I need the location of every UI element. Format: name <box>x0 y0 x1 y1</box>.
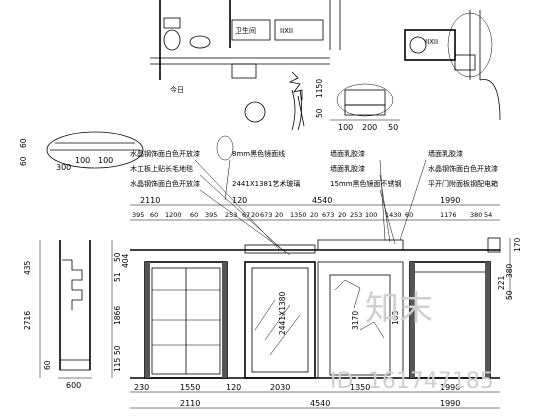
room-label-2: IIXII <box>280 27 293 35</box>
top-dim2-13: 20 <box>338 211 346 219</box>
right-dim-1: 170 <box>513 237 522 252</box>
elev-label-2: 2441X1380 <box>278 291 287 335</box>
left-dim-7: 50 <box>113 345 122 355</box>
left-dim-3: 404 <box>121 253 130 268</box>
top-dim2-15: 100 <box>365 211 377 219</box>
detail-dim-5: 50 <box>388 123 398 132</box>
top-dim2-11: 20 <box>310 211 318 219</box>
note-mid-2: 2441X1381艺术玻璃 <box>232 179 300 188</box>
top-dim2-4: 395 <box>205 211 217 219</box>
top-dim2-18: 1176 <box>440 211 457 219</box>
top-dim-4: 1990 <box>440 196 460 205</box>
left-dim-5: 2716 <box>23 311 32 330</box>
top-dim2-10: 1350 <box>290 211 307 219</box>
top-dim2-6: 67 <box>242 211 250 219</box>
detail-left-dim-4: 100 <box>75 156 90 165</box>
note-right-b-1: 墙面乳胶漆 <box>428 149 463 158</box>
notes-right-b: 墙面乳胶漆 水晶钢饰面白色开放漆 平开门附面板钢配电箱 <box>428 149 498 188</box>
top-dim2-16: 1430 <box>385 211 402 219</box>
note-left-3: 水晶钢饰面白色开放漆 <box>130 179 200 188</box>
top-dim2-5: 253 <box>225 211 237 219</box>
notes-right-a: 墙面乳胶漆 墙面乳胶漆 15mm黑色镜面不锈钢 <box>330 149 402 188</box>
note-left-2: 木工板上贴长毛地毯 <box>130 164 193 173</box>
top-dim2-19: 380 <box>470 211 482 219</box>
top-dims: 2110 120 4540 1990 395 60 1200 60 395 25… <box>130 196 500 221</box>
top-dim-1: 2110 <box>140 196 160 205</box>
top-dim2-17: 60 <box>405 211 413 219</box>
left-dim-6: 1866 <box>113 306 122 325</box>
top-dim2-12: 673 <box>322 211 334 219</box>
note-right-b-3: 平开门附面板钢配电箱 <box>428 179 498 188</box>
top-dim2-7: 20 <box>251 211 259 219</box>
detail-dim-2: 50 <box>315 108 324 118</box>
watermark: 知末 ID: 161747185 <box>330 289 494 394</box>
elev-label-1: 3170 <box>351 311 360 330</box>
bottom-dim-1: 230 <box>134 383 149 392</box>
notes-left: 水晶钢饰面白色开放漆 木工板上贴长毛地毯 水晶钢饰面白色开放漆 <box>130 149 200 188</box>
note-mid-1: 8mm黑色镜面线 <box>232 149 285 158</box>
bottom-dim-5: 1350 <box>350 383 370 392</box>
detail-left: 60 60 300 100 100 <box>19 131 144 172</box>
bottom-dims: 230 1550 120 2030 1350 1990 2110 4540 19… <box>58 377 500 409</box>
bottom-dim-small: 600 <box>66 381 81 390</box>
top-dim-3: 4540 <box>312 196 332 205</box>
top-dim2-14: 253 <box>350 211 362 219</box>
note-right-a-2: 墙面乳胶漆 <box>330 164 365 173</box>
right-dim-2: 380 <box>505 263 514 278</box>
detail-left-dim-1: 60 <box>19 138 28 148</box>
left-dim-2: 50 <box>113 252 122 262</box>
elev-label-3: 103 <box>391 310 400 325</box>
left-dim-9: 60 <box>43 360 52 370</box>
detail-left-dim-5: 100 <box>98 156 113 165</box>
left-dim-8: 115 <box>113 357 122 372</box>
top-dim2-20: 54 <box>484 211 492 219</box>
top-dim2-1: 60 <box>150 211 158 219</box>
left-dims: 435 50 404 51 2716 1866 50 115 60 <box>23 240 130 378</box>
detail-dim-1: 1150 <box>315 79 324 98</box>
watermark-logo: 知末 <box>365 289 433 329</box>
bottom-dim2-3: 1990 <box>440 399 460 408</box>
bottom-dim-4: 2030 <box>270 383 290 392</box>
top-dim2-9: 20 <box>275 211 283 219</box>
top-dim2-2: 1200 <box>165 211 182 219</box>
left-dim-1: 435 <box>23 260 32 275</box>
top-dim2-8: 673 <box>260 211 272 219</box>
right-dim-4: 50 <box>505 290 514 300</box>
bottom-dim2-1: 2110 <box>180 399 200 408</box>
note-right-a-3: 15mm黑色镜面不锈钢 <box>330 179 402 188</box>
bottom-dim2-2: 4540 <box>310 399 330 408</box>
detail-left-dim-2: 60 <box>19 156 28 166</box>
note-right-b-2: 水晶钢饰面白色开放漆 <box>428 164 498 173</box>
top-dim2-0: 395 <box>132 211 144 219</box>
floor-note: 今日 <box>170 85 184 94</box>
right-dims: 170 380 221 50 <box>497 237 522 300</box>
top-dim2-3: 60 <box>190 211 198 219</box>
detail-center: 1150 50 100 200 50 <box>315 79 400 132</box>
room-label-1: 卫生间 <box>235 26 256 35</box>
detail-dim-4: 200 <box>362 123 377 132</box>
elevation-view: 2441X1380 3170 103 <box>59 237 501 379</box>
bottom-dim-3: 120 <box>226 383 241 392</box>
notes-mid: 8mm黑色镜面线 2441X1381艺术玻璃 <box>232 149 300 188</box>
left-dim-4: 51 <box>113 272 122 282</box>
plan-view: 卫生间 IIXII 今日 IIXII <box>150 0 501 131</box>
note-left-1: 水晶钢饰面白色开放漆 <box>130 149 200 158</box>
room-label-3: IIXII <box>425 38 438 46</box>
top-dim-2: 120 <box>232 196 247 205</box>
leader-lines <box>194 12 493 256</box>
detail-dim-3: 100 <box>338 123 353 132</box>
watermark-id: ID: 161747185 <box>330 369 494 394</box>
detail-left-dim-3: 300 <box>56 163 71 172</box>
note-right-a-1: 墙面乳胶漆 <box>330 149 365 158</box>
bottom-dim-6: 1990 <box>440 383 460 392</box>
right-dim-3: 221 <box>497 275 506 290</box>
bottom-dim-2: 1550 <box>180 383 200 392</box>
